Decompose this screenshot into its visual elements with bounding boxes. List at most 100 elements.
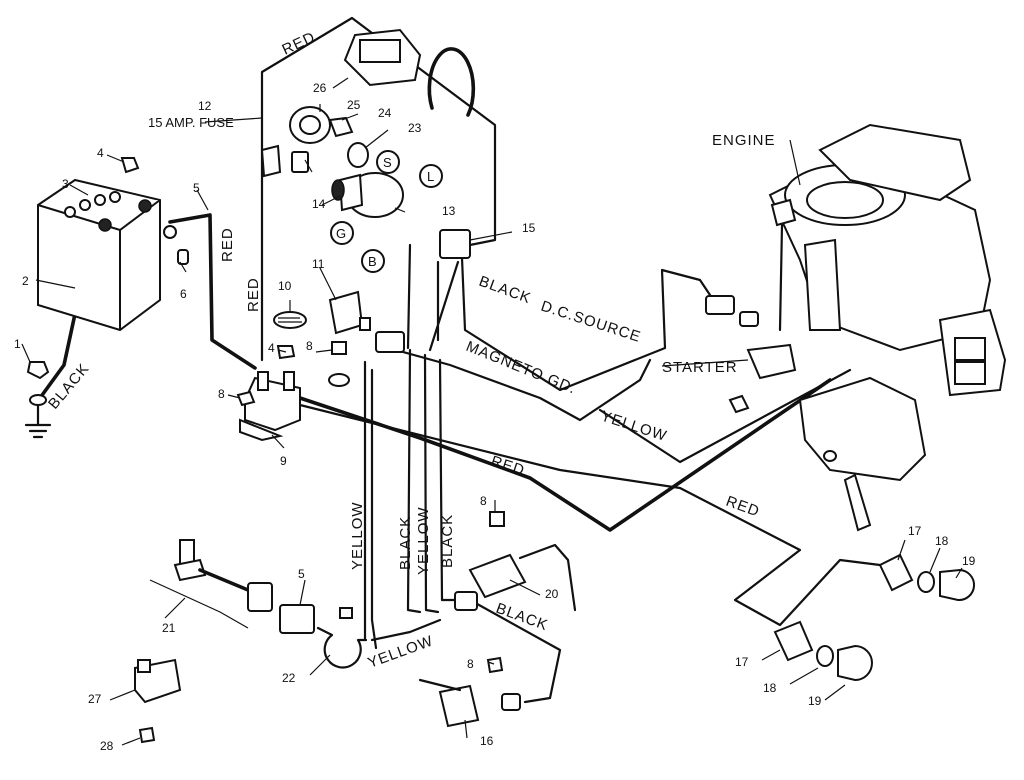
part-number-13: 13 [442,204,456,218]
ring-23 [347,142,369,168]
red-label-top: RED [280,29,319,59]
engine-label: ENGINE [712,132,776,149]
red-label-vertical: RED [219,227,236,262]
part-number-5b: 5 [298,567,305,581]
part-number-2: 2 [22,274,29,288]
safety-switch-16 [418,678,521,728]
battery-positive-wire [168,213,257,370]
yellow-label-right: YELLOW [599,408,669,445]
starter-bracket [728,343,797,414]
red-main-loop [260,16,497,362]
part-number-21: 21 [162,621,176,635]
part-number-9: 9 [280,454,287,468]
yellow-wire-b [423,353,440,614]
magneto-wire [376,343,652,422]
part-number-25: 25 [347,98,361,112]
harness-20 [518,543,577,612]
engine [768,123,1007,532]
part-number-16: 16 [480,734,494,748]
yellow-starter-wire [598,368,852,464]
part-number-8a: 8 [218,387,225,401]
bezel-25 [289,106,331,144]
part-number-10: 10 [278,279,292,293]
screw-8-right [489,511,505,527]
screw-8-left [236,390,256,407]
terminal-g: G [330,221,354,245]
part-number-3: 3 [62,177,69,191]
part-number-8d: 8 [467,657,474,671]
black-wire-16 [468,598,562,704]
screw-6 [163,225,189,265]
light-socket-17-upper [878,553,976,602]
starter-label: STARTER [662,359,738,376]
part-number-27: 27 [88,692,102,706]
connector-5-lower [279,604,315,634]
switch-to-15-wire [406,243,460,352]
solenoid-9 [239,371,301,442]
part-number-8c: 8 [480,494,487,508]
bracket-27 [134,658,182,704]
part-number-28: 28 [100,739,114,753]
part-number-17b: 17 [735,655,749,669]
part-number-24: 24 [378,106,392,120]
fuse-12 [260,144,309,178]
part-number-14: 14 [312,197,326,211]
part-number-18b: 18 [763,681,777,695]
switch-11 [328,290,371,335]
part-number-20: 20 [545,587,559,601]
part-number-11: 11 [312,257,325,271]
yellow-label-vertical: YELLOW [349,501,366,570]
part-number-12: 12 [198,99,212,113]
terminal-s: S [376,150,400,174]
terminal-4-top [120,157,140,174]
black-label-v3: BLACK [439,514,456,568]
part-number-17a: 17 [908,524,922,538]
svg-text:S: S [383,155,392,170]
part-number-19b: 19 [808,694,822,708]
clip-ring [427,47,476,117]
dc-source-label: D.C.SOURCE [539,298,643,346]
connector-mid [375,331,405,353]
red-label-right: RED [724,493,762,521]
black-label-ground: BLACK [45,360,93,412]
screw-8-bottom [486,656,504,674]
plug-22 [316,607,368,669]
black-label-v1: BLACK [397,516,414,570]
black-wire-a [406,348,422,614]
screw-28 [138,726,156,744]
battery [37,178,161,332]
connector-dc [705,295,759,327]
terminal-l: L [419,164,443,188]
part-number-18a: 18 [935,534,949,548]
red-label-middle: RED [489,453,527,480]
yellow-down-wire [370,368,378,650]
terminal-b: B [361,249,385,273]
part-number-5a: 5 [193,181,200,195]
yellow-wire-22 [370,618,442,642]
dc-source-wire [460,256,714,392]
svg-text:B: B [368,254,377,269]
red-label-left: RED [245,277,262,312]
svg-text:G: G [336,226,346,241]
magneto-label: MAGNETO GD. [464,338,579,398]
fuse-label: 15 AMP. FUSE [148,115,234,130]
part-number-4b: 4 [268,341,275,355]
part-number-6: 6 [180,287,187,301]
part-number-15: 15 [522,221,536,235]
part-number-4a: 4 [97,146,104,160]
yellow-label-v2: YELLOW [415,506,432,575]
part-number-1: 1 [14,337,21,351]
leaders [21,77,963,746]
black-dc-label: BLACK [477,273,534,308]
part-10 [273,311,307,329]
light-wire [298,403,882,627]
switch-21 [149,539,273,629]
switch-20 [454,553,527,611]
ground-symbol [24,394,52,439]
screw-8-center [328,341,350,387]
svg-text:L: L [427,169,434,184]
part-number-8b: 8 [306,339,313,353]
ignition-switch-13 [331,172,404,218]
bolt-1 [26,361,50,380]
